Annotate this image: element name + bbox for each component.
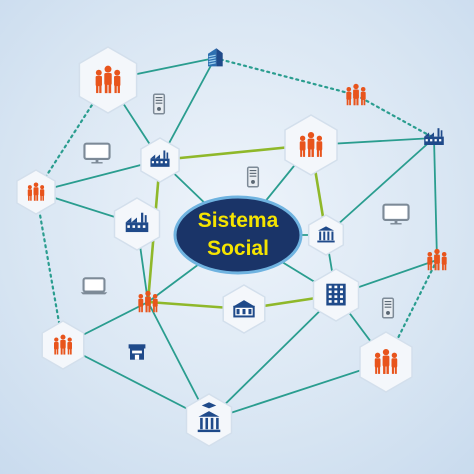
center-hub [173,195,303,275]
office-building-top-node [208,48,223,67]
bank-icon [317,226,335,243]
factory-upper-left-node [140,137,180,183]
shop-building-icon [128,344,146,360]
edge-people-top-right-factory-right [354,93,436,140]
people-group-icon [299,131,323,157]
people-left-node [16,169,56,215]
edge-apartment-center-university-bottom [208,294,337,421]
university-icon [197,402,221,433]
edge-people-left-people-lower-left [34,190,65,347]
monitor-icon [83,142,111,164]
edge-factory-right-people-far-right [433,137,438,261]
people-upper-center-node [284,114,338,176]
monitor-icon [382,203,410,225]
server-tower-icon [381,297,395,319]
network-nodes [16,46,447,447]
people-group-icon [138,290,158,313]
people-lower-left-node [41,320,85,370]
edge-people-top-left-people-left [34,78,110,194]
apartment-center-node [312,268,360,322]
edge-people-lower-right-university-bottom [208,361,387,421]
server-tower-icon [246,166,260,188]
hexagon-badge [307,214,345,256]
monitor-upper-left-node [83,142,111,164]
server-lower-right-node [381,297,395,319]
monitor-right-node [382,203,410,225]
people-group-icon [95,65,121,94]
factory-left-node [113,197,161,251]
factory-icon [424,128,444,145]
office-building-icon [208,48,223,67]
people-group-icon [346,83,366,106]
people-group-icon [54,334,72,355]
shop-lower-left-node [128,344,146,360]
school-center-node [222,284,266,334]
factory-right-node [424,128,444,145]
people-group-icon [27,182,45,201]
people-mid-left-node [138,290,158,313]
people-top-left-node [78,46,138,114]
people-top-right-node [346,83,366,106]
apartment-building-icon [326,283,346,306]
server-center-node [246,166,260,188]
hexagon-badge [185,393,233,447]
factory-icon [150,150,170,167]
factory-icon [125,212,149,233]
laptop-left-node [80,277,108,295]
server-tower-icon [152,93,166,115]
server-top-node [152,93,166,115]
edge-factory-right-bank-right [325,137,435,236]
edge-people-lower-left-university-bottom [62,344,210,421]
people-group-icon [374,348,398,374]
people-far-right-node [427,248,447,271]
school-building-icon [232,300,256,318]
edge-people-left-factory-upper-left [35,159,161,193]
university-bottom-node [185,393,233,447]
people-lower-right-node [359,331,413,393]
bank-right-node [307,214,345,256]
people-group-icon [427,248,447,271]
edge-office-building-top-people-top-right [213,56,358,97]
laptop-icon [80,277,108,295]
